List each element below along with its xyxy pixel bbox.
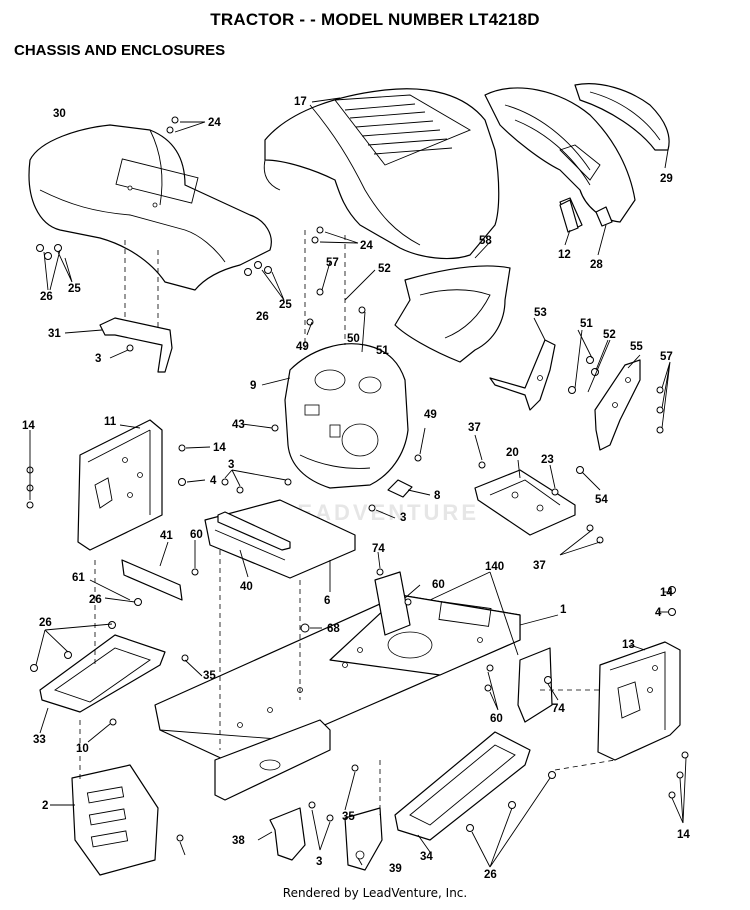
callout-8: 8 [434, 490, 441, 502]
callout-14d: 14 [677, 829, 690, 841]
callout-3d: 3 [316, 856, 322, 868]
callout-55: 55 [630, 341, 643, 353]
callout-54: 54 [595, 494, 608, 506]
part-main-frame [154, 594, 521, 801]
callout-60c: 60 [490, 713, 503, 725]
part-bracket-31 [99, 317, 173, 373]
part-bracket-55 [594, 359, 641, 451]
callout-26: 26 [40, 291, 53, 303]
part-clip-12 [559, 199, 579, 233]
callout-14c: 14 [660, 587, 673, 599]
callout-17: 17 [294, 96, 307, 108]
callout-28: 28 [590, 259, 603, 271]
callout-49b: 49 [424, 409, 437, 421]
callout-11: 11 [104, 416, 117, 428]
leader-lines [29, 97, 687, 868]
callout-52: 52 [378, 263, 391, 275]
part-front-plate [71, 764, 159, 876]
part-steering-bracket [474, 469, 576, 536]
callout-3: 3 [95, 353, 101, 365]
callout-20: 20 [506, 447, 519, 459]
callout-labels: 30 24 17 29 12 28 24 26 25 25 26 58 57 5… [22, 96, 690, 881]
callout-39: 39 [389, 863, 402, 875]
callout-74: 74 [372, 543, 385, 555]
part-bracket-53 [489, 339, 556, 411]
part-footrest-right [394, 731, 531, 841]
callout-43: 43 [232, 419, 245, 431]
callout-14: 14 [22, 420, 35, 432]
callout-2: 2 [42, 800, 48, 812]
callout-29: 29 [660, 173, 673, 185]
part-rear-fender [28, 124, 272, 291]
callout-52b: 52 [603, 329, 616, 341]
callout-12: 12 [558, 249, 571, 261]
callout-57b: 57 [660, 351, 673, 363]
callout-4b: 4 [655, 607, 662, 619]
callout-51b: 51 [580, 318, 593, 330]
callout-1: 1 [560, 604, 567, 616]
part-plate-140 [374, 571, 553, 723]
callout-60: 60 [190, 529, 203, 541]
callout-53: 53 [534, 307, 547, 319]
callout-60b: 60 [432, 579, 445, 591]
callout-4: 4 [210, 475, 217, 487]
callout-74b: 74 [552, 703, 565, 715]
part-plate-41 [121, 559, 183, 601]
part-shroud [394, 265, 511, 363]
part-bracket-39 [344, 807, 383, 871]
part-footrest-left [39, 634, 166, 713]
callout-30: 30 [53, 108, 66, 120]
alignment-lines [79, 230, 616, 815]
callout-25: 25 [68, 283, 81, 295]
callout-9: 9 [250, 380, 256, 392]
callout-25b: 25 [279, 299, 292, 311]
callout-33: 33 [33, 734, 46, 746]
footer-credit: Rendered by LeadVenture, Inc. [282, 886, 468, 900]
callout-68: 68 [327, 623, 340, 635]
callout-3c: 3 [400, 512, 406, 524]
callout-34: 34 [420, 851, 433, 863]
callout-35b: 35 [342, 811, 355, 823]
callout-6: 6 [324, 595, 330, 607]
callout-26d: 26 [39, 617, 52, 629]
callout-41: 41 [160, 530, 173, 542]
callout-49: 49 [296, 341, 309, 353]
part-grille [484, 83, 670, 231]
callout-10: 10 [76, 743, 89, 755]
callout-23: 23 [541, 454, 554, 466]
callout-38: 38 [232, 835, 245, 847]
callout-31: 31 [48, 328, 61, 340]
callout-24: 24 [208, 117, 221, 129]
callout-51: 51 [376, 345, 389, 357]
part-clip-8 [387, 479, 413, 498]
callout-61: 61 [72, 572, 85, 584]
callout-26c: 26 [89, 594, 102, 606]
part-floor-plate [204, 499, 356, 579]
callout-58: 58 [479, 235, 492, 247]
callout-13: 13 [622, 639, 635, 651]
callout-26e: 26 [484, 869, 497, 881]
callout-50: 50 [347, 333, 360, 345]
part-left-panel [77, 419, 163, 551]
callout-35: 35 [203, 670, 216, 682]
callout-140: 140 [485, 561, 504, 573]
callout-14b: 14 [213, 442, 226, 454]
page-subtitle: CHASSIS AND ENCLOSURES [14, 42, 226, 59]
part-hood [263, 88, 500, 260]
callout-37: 37 [468, 422, 481, 434]
callout-40: 40 [240, 581, 253, 593]
callout-57: 57 [326, 257, 339, 269]
part-dash [284, 343, 409, 489]
callout-3b: 3 [228, 459, 234, 471]
part-bracket-38 [269, 807, 306, 861]
part-right-panel [597, 641, 681, 761]
callout-24b: 24 [360, 240, 373, 252]
page-title: TRACTOR - - MODEL NUMBER LT4218D [210, 10, 540, 29]
callout-26b: 26 [256, 311, 269, 323]
callout-37b: 37 [533, 560, 546, 572]
